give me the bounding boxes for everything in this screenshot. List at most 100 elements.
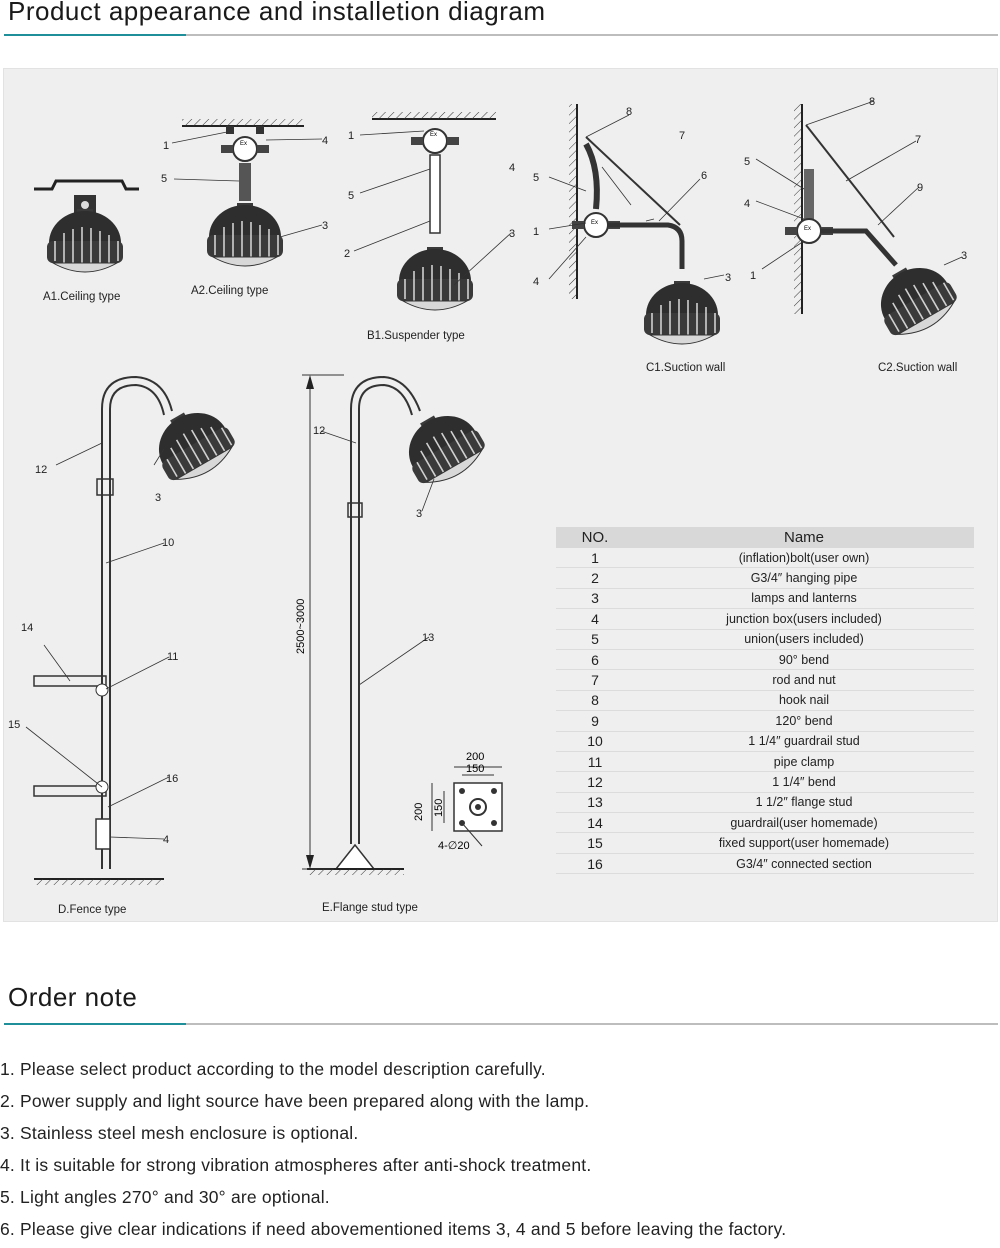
installation-diagram-panel: 2500~3000 200 150 200 150 4-∅20 Ex Ex Ex…	[3, 68, 998, 922]
c1-ex-mark: Ex	[591, 220, 598, 226]
caption-b1-suspender-type: B1.Suspender type	[367, 330, 465, 342]
callout-12-d: 12	[35, 464, 47, 476]
dim-height-200: 200	[413, 803, 425, 821]
order-note-item: 3. Stainless steel mesh enclosure is opt…	[0, 1123, 359, 1143]
callout-1-c2: 1	[750, 270, 756, 282]
order-note-item: 1. Please select product according to th…	[0, 1059, 546, 1079]
c1-suction-wall-drawing	[569, 104, 721, 345]
callout-4-a2: 4	[322, 135, 328, 147]
row-part-name: 1 1/2″ flange stud	[755, 795, 853, 810]
callout-1-b1: 1	[348, 130, 354, 142]
section-divider-accent	[4, 34, 186, 36]
row-part-name: pipe clamp	[773, 754, 835, 769]
callout-7-c2: 7	[915, 134, 921, 146]
order-note-item: 4. It is suitable for strong vibration a…	[0, 1155, 592, 1175]
row-part-name: G3/4″ connected section	[736, 856, 872, 871]
callout-5-c2: 5	[744, 156, 750, 168]
table-row: 7 rod and nut	[556, 670, 974, 691]
section-title-appearance: Product appearance and installetion diag…	[8, 0, 546, 26]
row-number: 10	[587, 733, 603, 750]
row-number: 13	[587, 794, 603, 811]
e-flange-stud-type-drawing: 2500~3000 200 150 200 150 4-∅20	[295, 374, 503, 875]
callout-7-c1: 7	[679, 130, 685, 142]
dim-width-200: 200	[466, 751, 484, 763]
callout-3-d: 3	[155, 492, 161, 504]
row-part-name: union(users included)	[744, 632, 864, 647]
caption-a1-ceiling-type: A1.Ceiling type	[43, 291, 121, 303]
row-number: 4	[591, 610, 599, 627]
row-part-name: 1 1/4″ bend	[772, 774, 836, 789]
header-name: Name	[783, 529, 824, 546]
callout-5-c1: 5	[533, 172, 539, 184]
row-number: 7	[591, 672, 599, 689]
callout-3-e: 3	[416, 508, 422, 520]
callout-3-a2: 3	[322, 220, 328, 232]
row-part-name: rod and nut	[772, 673, 836, 688]
c2-ex-mark: Ex	[804, 226, 811, 232]
table-row: 9 120° bend	[556, 711, 974, 732]
section-divider-2-accent	[4, 1023, 186, 1025]
row-part-name: fixed support(user homemade)	[718, 836, 890, 851]
table-row: 16 G3/4″ connected section	[556, 854, 974, 875]
row-part-name: lamps and lanterns	[751, 591, 857, 606]
section-divider	[4, 34, 998, 36]
callout-1-a2: 1	[163, 140, 169, 152]
row-number: 15	[587, 835, 603, 852]
callout-8-c1: 8	[626, 106, 632, 118]
callout-4-c2: 4	[744, 198, 750, 210]
caption-c2-suction-wall: C2.Suction wall	[878, 362, 958, 374]
table-row: 15 fixed support(user homemade)	[556, 833, 974, 854]
row-number: 1	[591, 549, 599, 566]
callout-14-d: 14	[21, 622, 33, 634]
section-divider-2	[4, 1023, 998, 1025]
callout-6-c1: 6	[701, 170, 707, 182]
callout-5-b1: 5	[348, 190, 354, 202]
row-part-name: hook nail	[778, 693, 830, 708]
row-part-name: 90° bend	[778, 652, 830, 667]
caption-c1-suction-wall: C1.Suction wall	[646, 362, 726, 374]
callout-1-c1: 1	[533, 226, 539, 238]
row-number: 16	[587, 855, 603, 872]
callout-5-a2: 5	[161, 173, 167, 185]
callout-3-b1: 3	[509, 228, 515, 240]
callout-4-c1: 4	[533, 276, 539, 288]
row-number: 9	[591, 712, 599, 729]
a2-ex-mark: Ex	[240, 141, 247, 147]
callout-9-c2: 9	[917, 182, 923, 194]
row-number: 2	[591, 570, 599, 587]
callout-11-d: 11	[167, 651, 178, 663]
row-number: 14	[587, 814, 603, 831]
table-row: 1 (inflation)bolt(user own)	[556, 548, 974, 569]
caption-e-flange-stud-type: E.Flange stud type	[322, 902, 418, 914]
row-part-name: 120° bend	[775, 713, 833, 728]
row-number: 8	[591, 692, 599, 709]
d-fence-type-drawing	[33, 375, 243, 885]
row-number: 11	[587, 753, 603, 770]
order-note-item: 5. Light angles 270° and 30° are optiona…	[0, 1187, 330, 1207]
table-row: 13 1 1/2″ flange stud	[556, 793, 974, 814]
b1-suspender-type-drawing	[372, 112, 496, 311]
a2-ceiling-type-drawing	[182, 119, 304, 267]
table-row: 8 hook nail	[556, 691, 974, 712]
callout-13-e: 13	[422, 632, 434, 644]
callout-15-d: 15	[8, 719, 20, 731]
dim-height-label: 2500~3000	[295, 599, 307, 654]
callout-leaders	[25, 100, 963, 840]
parts-table-header: NO. Name	[556, 527, 974, 548]
callout-4-d: 4	[163, 834, 169, 846]
dim-holes: 4-∅20	[438, 840, 470, 852]
b1-ex-mark: Ex	[430, 132, 437, 138]
callout-10-d: 10	[162, 537, 174, 549]
callout-8-c2: 8	[869, 96, 875, 108]
section-title-order-note: Order note	[8, 982, 138, 1012]
row-part-name: (inflation)bolt(user own)	[738, 550, 870, 565]
